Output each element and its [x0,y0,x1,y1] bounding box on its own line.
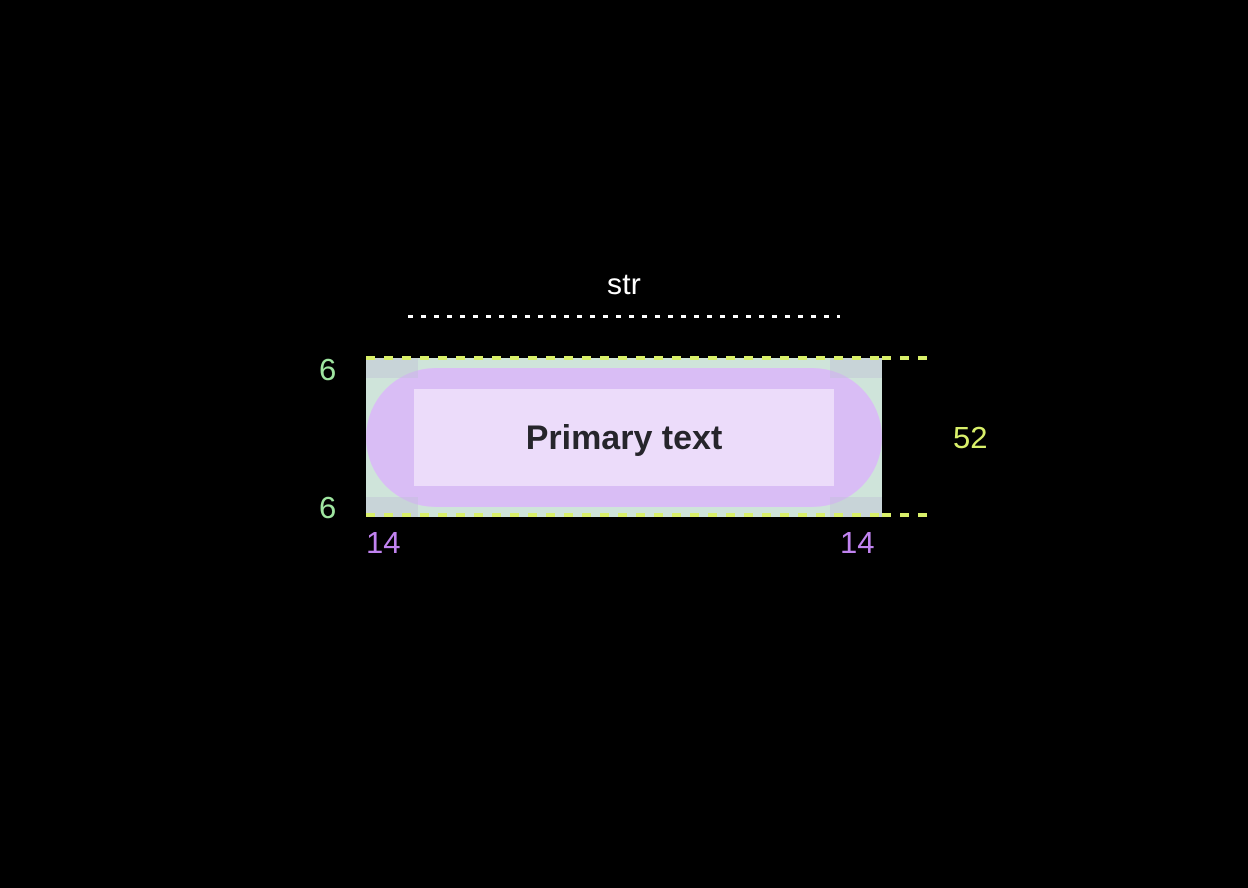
corner-block-bottom-left [366,497,418,517]
primary-text-label: Primary text [525,418,723,457]
corner-block-bottom-right [830,497,882,517]
height-guide-extension-bottom [882,513,930,517]
width-measurement-label: str [607,268,641,301]
measured-element-box[interactable]: Primary text [366,358,882,517]
padding-top-value: 6 [319,352,337,387]
height-guide-top [366,356,882,360]
corner-block-top-right [830,358,882,378]
corner-block-top-left [366,358,418,378]
height-guide-extension-top [882,356,930,360]
padding-bottom-value: 6 [319,490,337,525]
height-measurement-value: 52 [953,420,988,455]
box-model-content-layer: Primary text [414,389,834,486]
height-guide-bottom [366,513,882,517]
padding-left-value: 14 [366,525,401,560]
padding-right-value: 14 [840,525,875,560]
width-guide-line [408,315,840,318]
